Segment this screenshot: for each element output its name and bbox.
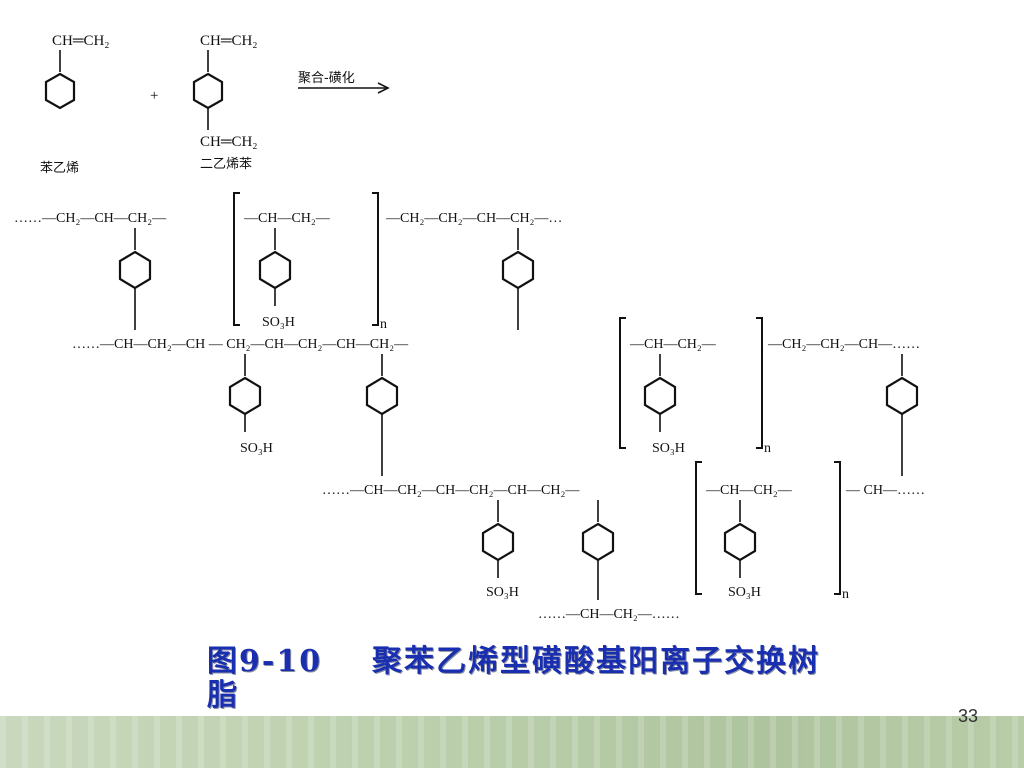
right-bracket bbox=[834, 461, 841, 595]
benzene-ring-icon bbox=[643, 376, 677, 416]
chain3-right: — CH—…… bbox=[845, 483, 925, 498]
chain4: ……—CH—CH₂—…… bbox=[538, 607, 680, 622]
benzene-ring-icon bbox=[118, 250, 152, 290]
so3h-label: SO₃H bbox=[240, 441, 273, 456]
benzene-ring-icon bbox=[44, 72, 76, 110]
benzene-ring-icon bbox=[228, 376, 262, 416]
benzene-ring-icon bbox=[258, 250, 292, 290]
chain2-right: —CH₂—CH₂—CH—…… bbox=[767, 337, 920, 352]
so3h-label: SO₃H bbox=[486, 585, 519, 600]
left-bracket bbox=[233, 192, 240, 326]
dvb-bottom-vinyl-label: CH═CH₂ bbox=[200, 134, 258, 150]
chain1-subscript: n bbox=[380, 317, 387, 332]
so3h-label: SO₃H bbox=[652, 441, 685, 456]
chain1-bracket-unit: —CH—CH₂— bbox=[243, 211, 331, 226]
left-bracket bbox=[695, 461, 702, 595]
chain3-subscript: n bbox=[842, 587, 849, 602]
page-number: 33 bbox=[957, 706, 978, 726]
footer-band bbox=[0, 716, 1024, 768]
dvb-name: 二乙烯苯 bbox=[200, 157, 252, 172]
benzene-ring-icon bbox=[365, 376, 399, 416]
left-bracket bbox=[619, 317, 626, 449]
figure-title: 聚苯乙烯型磺酸基阳离子交换树脂 bbox=[207, 644, 821, 713]
chain2-bracket-unit: —CH—CH₂— bbox=[629, 337, 717, 352]
benzene-ring-icon bbox=[501, 250, 535, 290]
benzene-ring-icon bbox=[481, 522, 515, 562]
chain2-left: ……—CH—CH₂—CH — CH₂—CH—CH₂—CH—CH₂— bbox=[72, 337, 409, 352]
chain1-right: —CH₂—CH₂—CH—CH₂—… bbox=[385, 211, 562, 226]
chain2-subscript: n bbox=[764, 441, 771, 456]
footer-texture bbox=[0, 716, 1024, 768]
benzene-ring-icon bbox=[581, 522, 615, 562]
benzene-ring-icon bbox=[723, 522, 757, 562]
so3h-label: SO₃H bbox=[728, 585, 761, 600]
right-bracket bbox=[372, 192, 379, 326]
figure-number: 图9-10 bbox=[207, 644, 323, 679]
chain1-left: ……—CH₂—CH—CH₂— bbox=[14, 211, 167, 226]
chain3-left: ……—CH—CH₂—CH—CH₂—CH—CH₂— bbox=[322, 483, 580, 498]
dvb-top-vinyl-label: CH═CH₂ bbox=[200, 33, 258, 49]
plus-sign: + bbox=[150, 88, 158, 104]
styrene-name: 苯乙烯 bbox=[40, 161, 79, 176]
arrow-label: 聚合-磺化 bbox=[298, 71, 355, 86]
arrow-head-icon bbox=[377, 82, 390, 94]
benzene-ring-icon bbox=[885, 376, 919, 416]
benzene-ring-icon bbox=[192, 72, 224, 110]
so3h-label: SO₃H bbox=[262, 315, 295, 330]
right-bracket bbox=[756, 317, 763, 449]
chain3-bracket-unit: —CH—CH₂— bbox=[705, 483, 793, 498]
chemical-structure-diagram: CH═CH₂ 苯乙烯 + CH═CH₂ CH═CH₂ 二乙烯苯 聚合-磺化 ……… bbox=[14, 33, 925, 622]
styrene-vinyl-label: CH═CH₂ bbox=[52, 33, 110, 49]
